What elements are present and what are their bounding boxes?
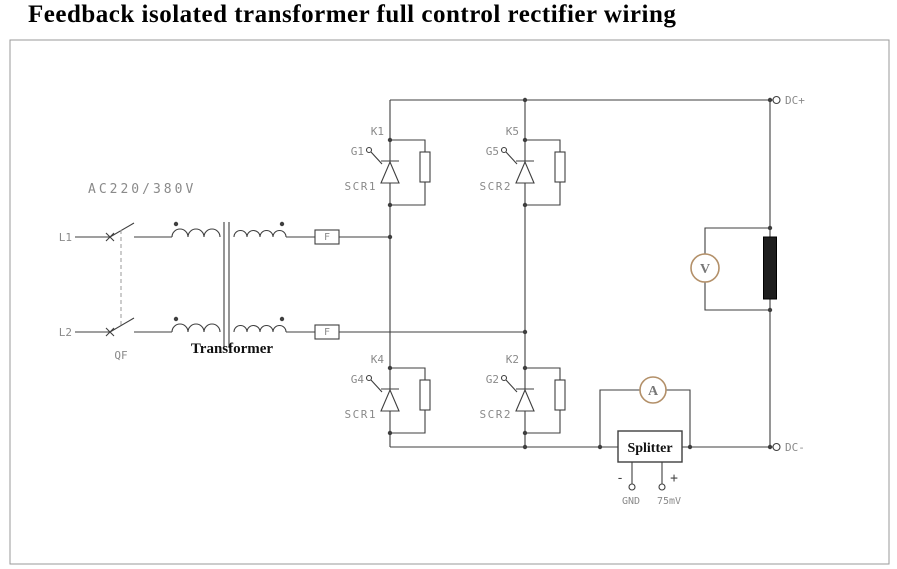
snubber-resistor-icon bbox=[419, 379, 431, 411]
snubber-resistor-icon bbox=[554, 379, 566, 411]
fuse-top: F bbox=[314, 229, 340, 245]
scr-gate-label: G1 bbox=[351, 145, 364, 158]
scr-name-label: SCR2 bbox=[480, 180, 513, 193]
plus-sign: + bbox=[670, 471, 678, 486]
qf-breaker-label: QF bbox=[114, 349, 127, 362]
fuse-bottom-label: F bbox=[324, 327, 330, 338]
junction-dots bbox=[387, 97, 773, 450]
junction-dot bbox=[387, 234, 393, 240]
dc-plus-label: DC+ bbox=[785, 94, 805, 107]
transformer-label: Transformer bbox=[191, 341, 274, 357]
junction-dot bbox=[522, 329, 528, 335]
junction-dot bbox=[522, 137, 528, 143]
fuse-box-icon bbox=[314, 229, 340, 245]
junction-dot bbox=[767, 225, 773, 231]
scr-gate-label: G2 bbox=[486, 373, 499, 386]
diagram-border bbox=[9, 39, 890, 565]
scr-bottom-left-labels: K4 G4 SCR1 bbox=[345, 353, 385, 421]
voltmeter-label: V bbox=[700, 262, 710, 277]
junction-dot bbox=[522, 365, 528, 371]
junction-dot bbox=[522, 430, 528, 436]
scr-gate-label: G4 bbox=[351, 373, 365, 386]
splitter-label: Splitter bbox=[627, 441, 672, 456]
fuse-box-icon bbox=[314, 324, 340, 340]
l2-label: L2 bbox=[59, 326, 72, 339]
scr-name-label: SCR2 bbox=[480, 408, 513, 421]
junction-dot bbox=[522, 444, 528, 450]
splitter-shunt: Splitter - + GND 75mV bbox=[616, 430, 683, 507]
scr-cathode-label: K1 bbox=[371, 125, 384, 138]
splitter-pos-terminal-icon bbox=[658, 483, 666, 491]
junction-dot bbox=[597, 444, 603, 450]
scr-name-label: SCR1 bbox=[345, 180, 378, 193]
scr-cathode-label: K5 bbox=[506, 125, 519, 138]
junction-dot bbox=[387, 137, 393, 143]
junction-dot bbox=[767, 444, 773, 450]
dc-minus-terminal-icon bbox=[772, 442, 781, 452]
snubber-resistor-icon bbox=[554, 151, 566, 183]
ammeter-icon bbox=[639, 376, 667, 404]
minus-sign: - bbox=[616, 471, 624, 486]
circuit-wires bbox=[75, 99, 773, 484]
polarity-dot bbox=[279, 221, 285, 227]
junction-dot bbox=[387, 430, 393, 436]
transformer-core bbox=[223, 222, 230, 348]
junction-dot bbox=[522, 202, 528, 208]
load-resistor-icon bbox=[763, 236, 777, 300]
junction-dot bbox=[767, 97, 773, 103]
gate-terminal-icon bbox=[500, 146, 508, 154]
fuse-top-label: F bbox=[324, 232, 330, 243]
scr-top-right-labels: K5 G5 SCR2 bbox=[480, 125, 520, 193]
scr-top-left-labels: K1 G1 SCR1 bbox=[345, 125, 385, 193]
scr-cathode-label: K2 bbox=[506, 353, 519, 366]
fuse-bottom: F bbox=[314, 324, 340, 340]
scr-bottom-right-labels: K2 G2 SCR2 bbox=[480, 353, 520, 421]
dc-minus-label: DC- bbox=[785, 441, 805, 454]
scr-gate-label: G5 bbox=[486, 145, 499, 158]
ammeter: A bbox=[639, 376, 667, 404]
thyristor-icon bbox=[380, 388, 400, 412]
ac-voltage-label: AC220/380V bbox=[88, 182, 196, 197]
junction-dot bbox=[687, 444, 693, 450]
junction-dot bbox=[522, 97, 528, 103]
thyristor-icon bbox=[380, 160, 400, 184]
thyristor-icon bbox=[515, 160, 535, 184]
gate-terminal-icon bbox=[365, 146, 373, 154]
voltmeter-icon bbox=[690, 253, 720, 283]
junction-dot bbox=[387, 365, 393, 371]
ammeter-label: A bbox=[648, 384, 659, 399]
gate-terminal-icon bbox=[500, 374, 508, 382]
transformer-symbol bbox=[171, 221, 287, 348]
splitter-box bbox=[617, 430, 683, 463]
polarity-dot bbox=[279, 316, 285, 322]
gate-terminal-icon bbox=[365, 374, 373, 382]
scr-cathode-label: K4 bbox=[371, 353, 385, 366]
scr-name-label: SCR1 bbox=[345, 408, 378, 421]
l1-label: L1 bbox=[59, 231, 72, 244]
junction-dot bbox=[767, 307, 773, 313]
page-title: Feedback isolated transformer full contr… bbox=[28, 1, 677, 28]
snubber-resistor-icon bbox=[419, 151, 431, 183]
voltmeter: V bbox=[690, 253, 720, 283]
polarity-dot bbox=[173, 221, 179, 227]
shunt-rating-label: 75mV bbox=[657, 496, 681, 507]
splitter-neg-terminal-icon bbox=[628, 483, 636, 491]
transformer-coils bbox=[171, 228, 287, 333]
thyristor-icon bbox=[515, 388, 535, 412]
dc-plus-terminal-icon bbox=[772, 95, 781, 105]
junction-dot bbox=[387, 202, 393, 208]
polarity-dot bbox=[173, 316, 179, 322]
gnd-label: GND bbox=[622, 496, 640, 507]
